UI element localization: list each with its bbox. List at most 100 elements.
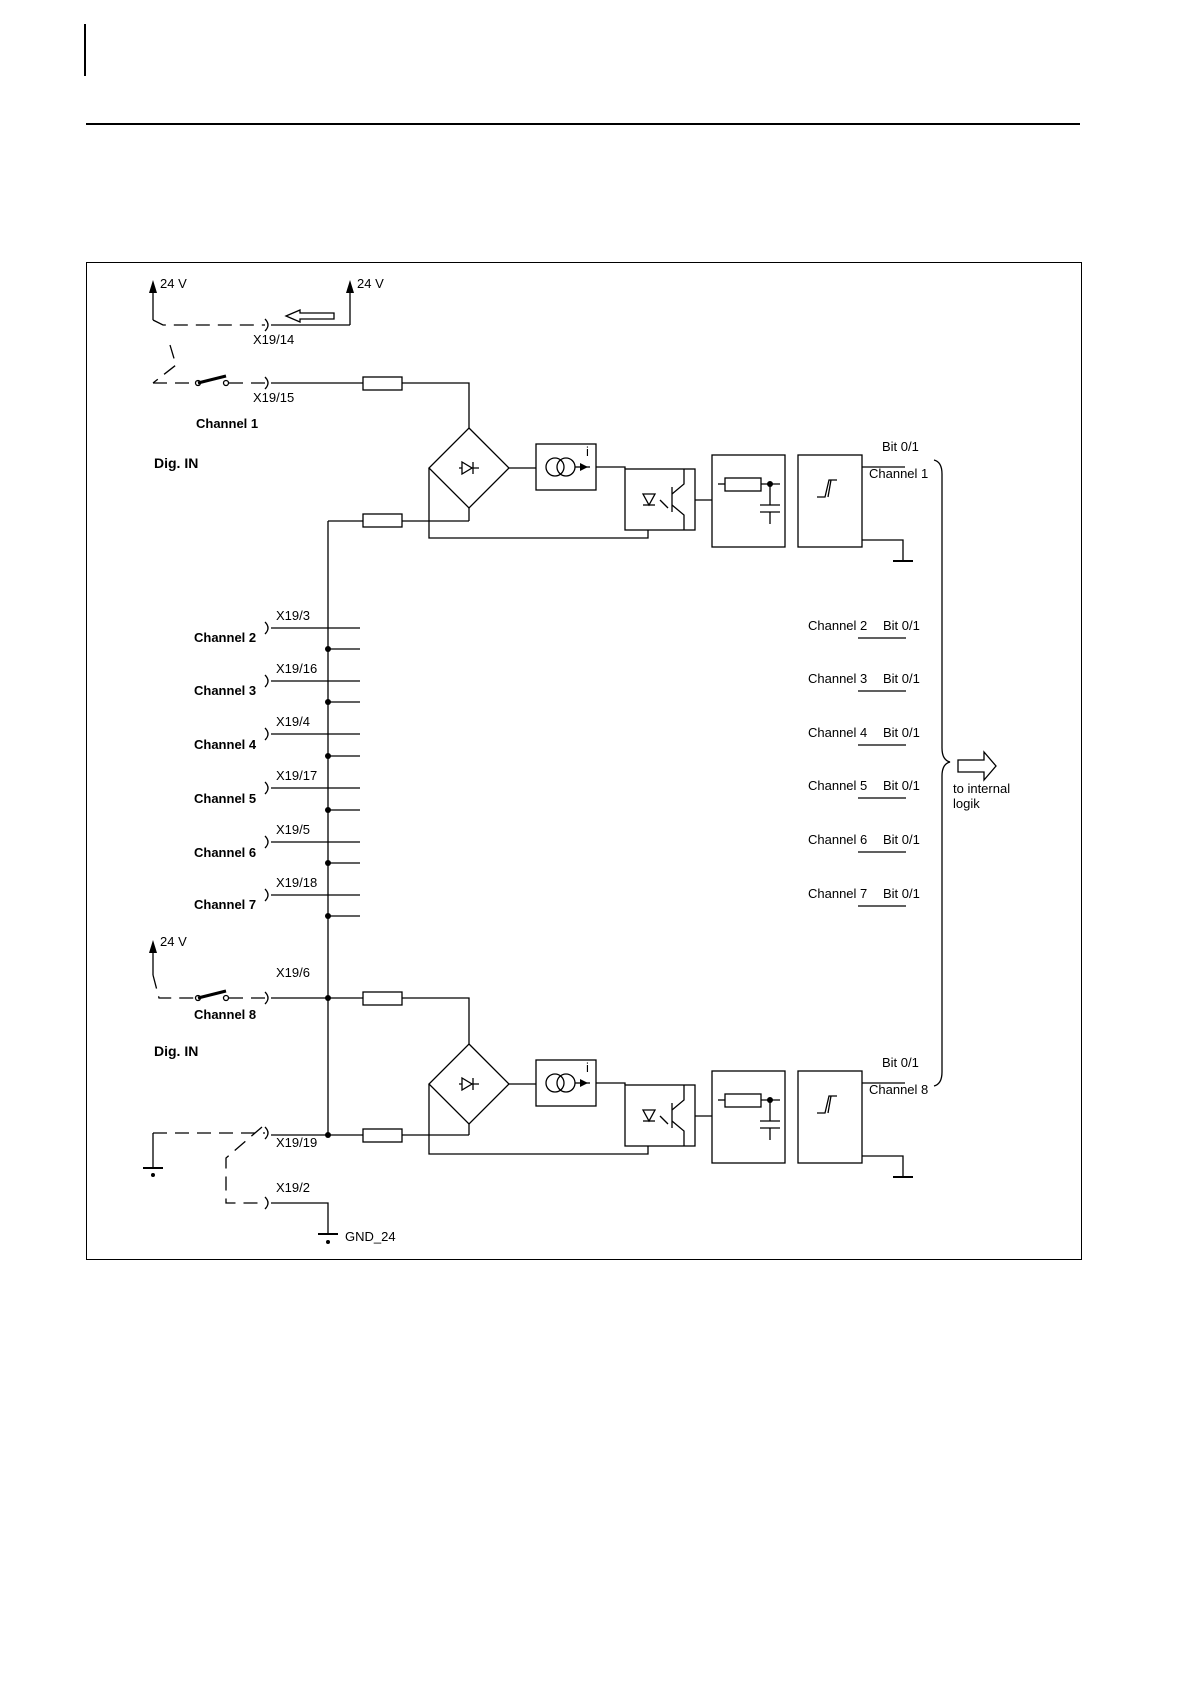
input-label-channel-2: Channel 2 <box>194 630 256 645</box>
supply-24v-c-label: 24 V <box>160 934 187 949</box>
wire-cs-to-opto-ch8 <box>596 1082 626 1085</box>
schmitt-ch8-symbol-b <box>827 1095 832 1114</box>
to-internal-label-1: to internal <box>953 781 1010 796</box>
wire-cs-to-opto-ch1 <box>596 466 626 469</box>
input-channel-4 <box>264 727 360 759</box>
terminal-label-x19-15: X19/15 <box>253 390 294 405</box>
terminal-x19-2 <box>264 1196 269 1210</box>
filter-ch1-resistor <box>724 477 762 492</box>
opto-ch8-collector <box>671 1085 685 1111</box>
feedback-arrow <box>284 309 335 323</box>
wire-ch8-to-bridge <box>402 997 470 1044</box>
filter-ch8-resistor <box>724 1093 762 1108</box>
to-internal-logic-arrow <box>957 750 997 782</box>
input-label-channel-1: Channel 1 <box>196 416 258 431</box>
output-row-channel-2: Channel 2 Bit 0/1 <box>808 618 920 639</box>
output-brace <box>933 459 951 1087</box>
input-label-channel-7: Channel 7 <box>194 897 256 912</box>
output-row-channel-4: Channel 4 Bit 0/1 <box>808 725 920 746</box>
wire-x19-2-gnd <box>271 1202 329 1234</box>
input-channel-2 <box>264 621 360 652</box>
terminal-label-x19-4: X19/4 <box>276 714 310 729</box>
supply-24v-b-arrow <box>346 280 354 293</box>
output-bit-ch8: Bit 0/1 <box>882 1055 919 1070</box>
margin-bar <box>84 24 86 76</box>
svg-text:Bit 0/1: Bit 0/1 <box>883 671 920 686</box>
terminal-x19-6 <box>264 991 269 1005</box>
input-label-channel-4: Channel 4 <box>194 737 257 752</box>
output-ch1-gnd-wire <box>862 539 904 560</box>
input-label-channel-3: Channel 3 <box>194 683 256 698</box>
input-label-channel-5: Channel 5 <box>194 791 256 806</box>
output-label-ch8: Channel 8 <box>869 1082 928 1097</box>
svg-text:Bit 0/1: Bit 0/1 <box>883 725 920 740</box>
input-label-channel-6: Channel 6 <box>194 845 256 860</box>
output-label-ch1: Channel 1 <box>869 466 928 481</box>
terminal-label-x19-6: X19/6 <box>276 965 310 980</box>
input-label-channel-8: Channel 8 <box>194 1007 256 1022</box>
switch-1-contact-b <box>222 379 230 387</box>
schmitt-trigger-ch1 <box>797 454 863 548</box>
supply-24v-c-arrow <box>149 940 157 953</box>
opto-ch1-light <box>659 499 669 509</box>
schmitt-ch1-symbol <box>817 479 837 498</box>
output-row-channel-3: Channel 3 Bit 0/1 <box>808 671 920 692</box>
current-source-ch1-arrow <box>580 463 588 471</box>
output-row-channel-6: Channel 6 Bit 0/1 <box>808 832 920 853</box>
opto-ch8-light <box>659 1115 669 1125</box>
input-channel-6 <box>264 835 360 866</box>
schmitt-ch1-symbol-b <box>827 479 832 498</box>
gnd-24-label: GND_24 <box>345 1229 396 1244</box>
terminal-label-x19-16: X19/16 <box>276 661 317 676</box>
output-row-channel-5: Channel 5 Bit 0/1 <box>808 778 920 799</box>
external-wire-switch-1 <box>152 344 177 384</box>
dig-in-label-1: Dig. IN <box>154 455 198 471</box>
wire-ch1-return <box>428 468 649 539</box>
junction-ch8-top <box>325 995 331 1001</box>
svg-text:Channel 2: Channel 2 <box>808 618 867 633</box>
terminal-x19-19 <box>264 1126 269 1140</box>
switch-8-contact-b <box>222 994 230 1002</box>
ground-left-dot <box>151 1173 155 1177</box>
terminal-x19-15 <box>264 376 269 390</box>
rc-filter-ch1 <box>711 454 786 548</box>
terminal-label-x19-17: X19/17 <box>276 768 317 783</box>
bridge-ch8-diode <box>461 1076 474 1092</box>
header-rule <box>86 123 1080 125</box>
switch-1-lever <box>197 374 227 385</box>
current-source-ch8-label: i <box>586 1060 589 1075</box>
optocoupler-ch8 <box>624 1084 696 1147</box>
current-source-ch8-ring-a <box>545 1073 565 1093</box>
opto-ch8-emitter <box>671 1120 685 1146</box>
terminal-label-x19-5: X19/5 <box>276 822 310 837</box>
to-internal-label-2: logik <box>953 796 980 811</box>
svg-text:Channel 7: Channel 7 <box>808 886 867 901</box>
external-wire-switch-8 <box>152 974 195 999</box>
terminal-label-x19-14: X19/14 <box>253 332 294 347</box>
supply-24v-a-label: 24 V <box>160 276 187 291</box>
supply-24v-b-label: 24 V <box>357 276 384 291</box>
svg-text:Channel 3: Channel 3 <box>808 671 867 686</box>
resistor-ch8-bottom <box>362 1128 403 1143</box>
terminal-x19-14 <box>264 318 269 332</box>
dig-in-label-2: Dig. IN <box>154 1043 198 1059</box>
opto-ch1-led <box>641 493 657 507</box>
supply-24v-a-arrow <box>149 280 157 293</box>
terminal-label-x19-18: X19/18 <box>276 875 317 890</box>
schmitt-ch8-symbol <box>817 1095 837 1114</box>
input-channel-3 <box>264 674 360 705</box>
input-channel-5 <box>264 781 360 813</box>
ground-gnd24-dot <box>326 1240 330 1244</box>
opto-ch8-led <box>641 1109 657 1123</box>
svg-text:Channel 5: Channel 5 <box>808 778 867 793</box>
current-source-ch1-label: i <box>586 444 589 459</box>
switch-8-lever <box>197 989 227 1000</box>
opto-ch1-emitter <box>671 504 685 530</box>
optocoupler-ch1 <box>624 468 696 531</box>
svg-text:Bit 0/1: Bit 0/1 <box>883 886 920 901</box>
terminal-label-x19-3: X19/3 <box>276 608 310 623</box>
diagram-frame <box>86 262 1082 1260</box>
terminal-label-x19-19: X19/19 <box>276 1135 317 1150</box>
svg-text:Bit 0/1: Bit 0/1 <box>883 832 920 847</box>
